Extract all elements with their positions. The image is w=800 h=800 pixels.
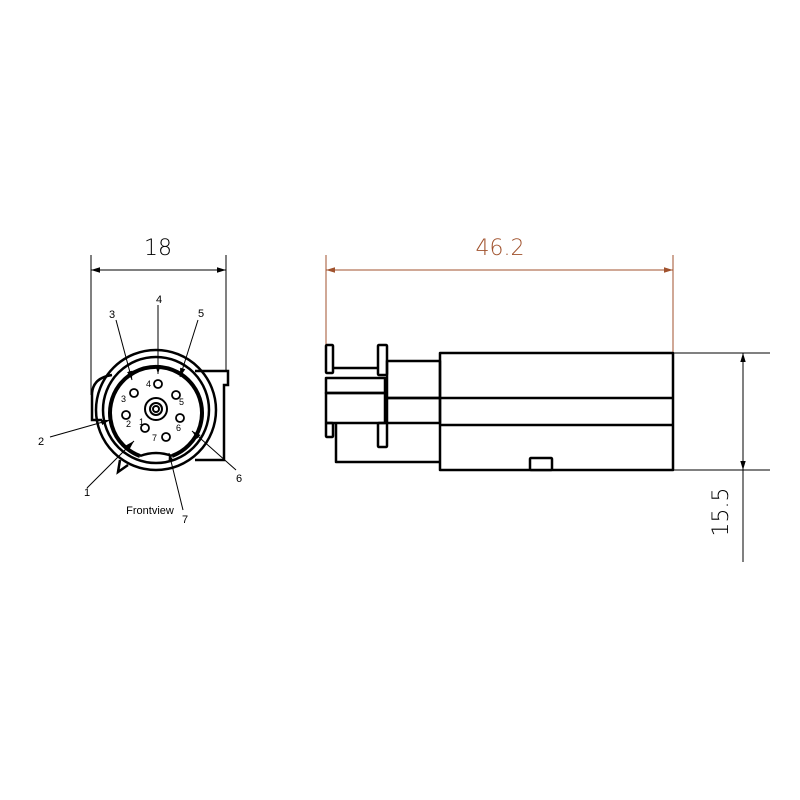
pin-number-3: 3 (121, 394, 126, 404)
center-contact-inner (152, 405, 160, 413)
pin-number-4: 4 (146, 379, 151, 389)
key-slot (139, 451, 173, 458)
pin-label-2: 2 (38, 436, 44, 448)
pin-1 (140, 423, 150, 433)
pin-4 (153, 379, 163, 389)
height-dimension-15-5 (673, 352, 770, 562)
pin-number-1: 1 (139, 417, 144, 427)
pin-5 (171, 390, 181, 400)
pin-number-6: 6 (176, 423, 181, 433)
length-dimension-label: 46.2 (476, 236, 525, 261)
pin-leaders (49, 305, 237, 511)
frontview-caption: Frontview (126, 505, 174, 517)
pin-label-3: 3 (109, 309, 115, 321)
pin-number-5: 5 (179, 397, 184, 407)
middle-ring (101, 355, 211, 465)
center-contact-outer (144, 397, 168, 421)
pin-label-7: 7 (182, 514, 188, 526)
pin-label-4: 4 (156, 294, 162, 306)
pin-2 (121, 410, 131, 420)
pin-label-5: 5 (198, 308, 204, 320)
side-view: 46.2 15.5 (324, 236, 770, 562)
pin-3 (129, 388, 139, 398)
housing-right (195, 369, 230, 462)
pin-numbers-inside: 1 2 3 4 5 6 7 (121, 379, 184, 443)
width-dimension-18 (90, 255, 227, 395)
pin-number-7: 7 (152, 433, 157, 443)
pins (121, 379, 185, 442)
bottom-key (116, 459, 129, 475)
width-dimension-label: 18 (144, 236, 172, 261)
center-contact-mid (149, 402, 163, 416)
body-outline (324, 343, 675, 472)
pin-7 (161, 432, 171, 442)
outer-ring (94, 348, 218, 472)
latch-tab (528, 456, 554, 472)
height-dimension-label: 15.5 (709, 488, 734, 537)
front-view: 18 1 2 3 4 5 6 7 (38, 236, 242, 526)
pin-number-2: 2 (126, 419, 131, 429)
pin-6 (175, 413, 185, 423)
pin-labels: 1 2 3 4 5 6 7 (38, 294, 242, 526)
length-dimension-46-2 (325, 255, 674, 352)
pin-label-1: 1 (84, 487, 90, 499)
pin-label-6: 6 (236, 473, 242, 485)
